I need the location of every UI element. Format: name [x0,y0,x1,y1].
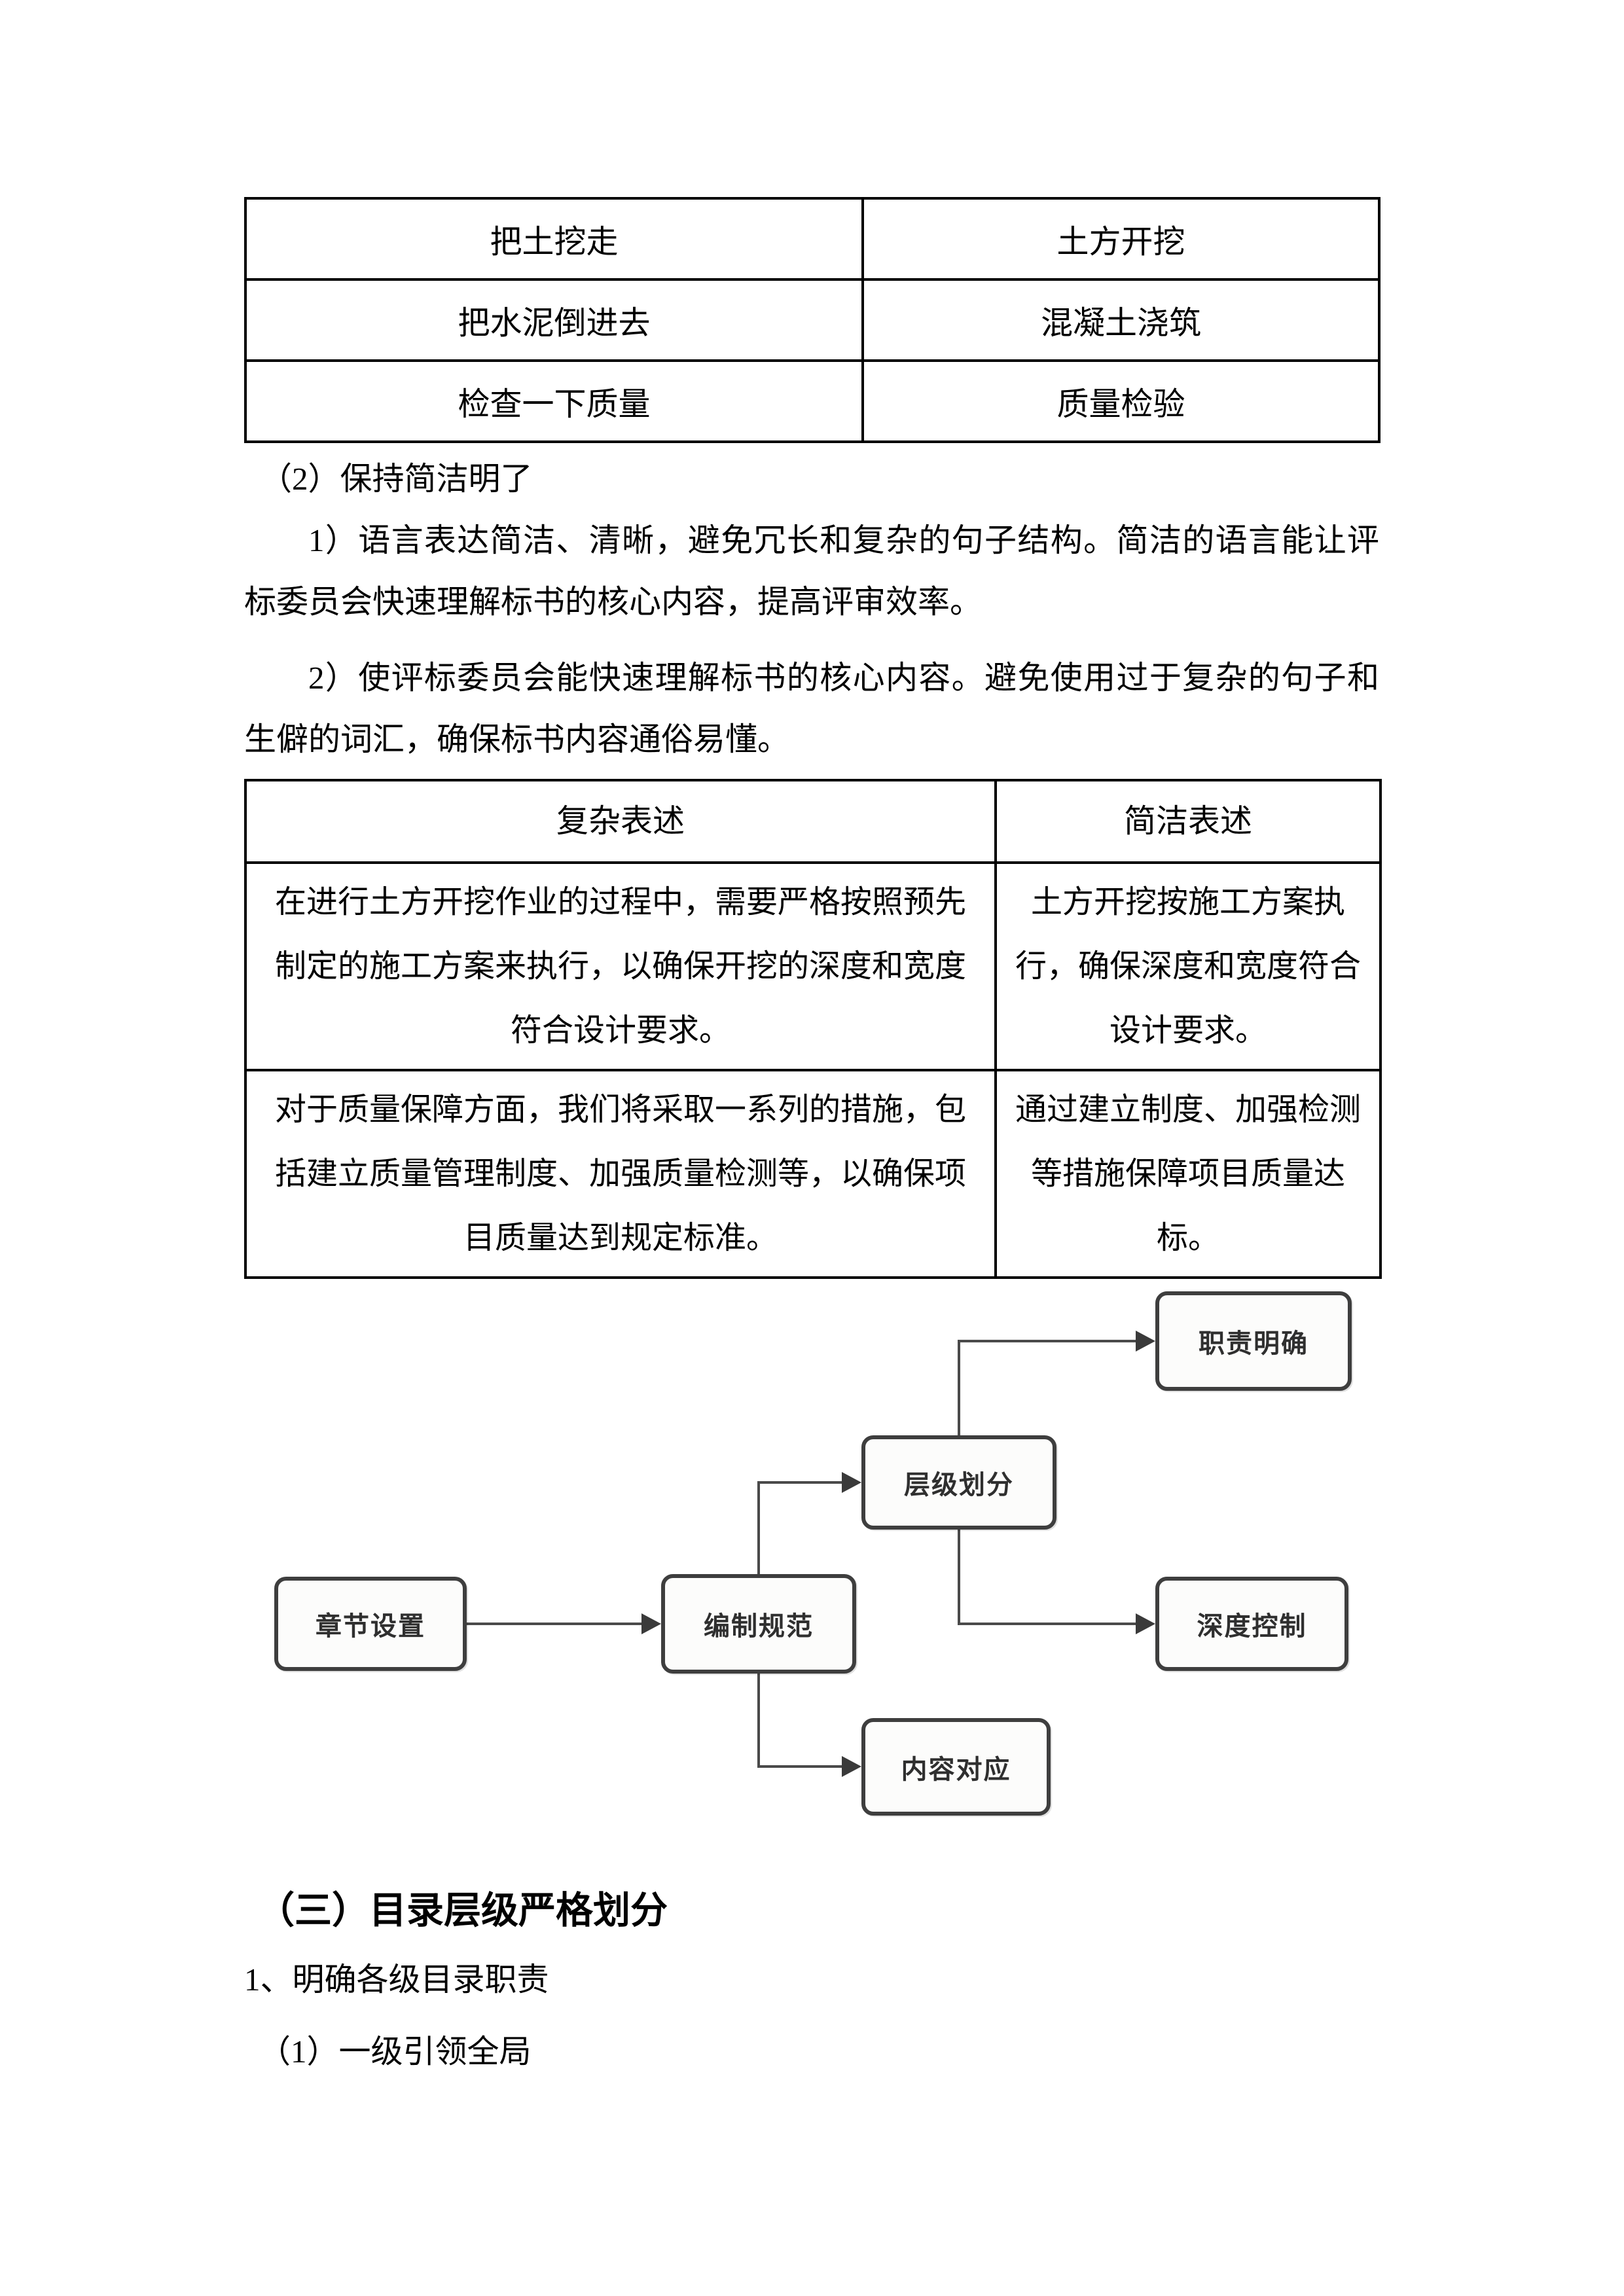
table-cell: 在进行土方开挖作业的过程中，需要严格按照预先制定的施工方案来执行，以确保开挖的深… [244,861,997,1071]
flowchart-node-compilation-standard: 编制规范 [661,1574,856,1674]
flowchart-connectors [467,1331,1155,1777]
subsection-title: 1、明确各级目录职责 [244,1962,549,1998]
expression-comparison-table: 复杂表述 简洁表述 在进行土方开挖作业的过程中，需要严格按照预先制定的施工方案来… [244,779,1382,1279]
table-cell: 检查一下质量 [244,359,864,443]
flowchart-node-depth-control: 深度控制 [1155,1577,1348,1671]
flowchart-node-content-mapping: 内容对应 [861,1718,1051,1816]
table-cell: 土方开挖 [861,197,1380,281]
arrowhead-icons [641,1331,1155,1777]
flowchart-node-level-division: 层级划分 [861,1435,1056,1530]
table-row: 检查一下质量 质量检验 [244,359,1380,443]
table-cell: 混凝土浇筑 [861,278,1380,362]
table-header-cell: 复杂表述 [244,779,997,864]
paragraph: 1）语言表达简洁、清晰，避免冗长和复杂的句子结构。简洁的语言能让评标委员会快速理… [244,522,1379,620]
table-cell: 质量检验 [861,359,1380,443]
table-row: 对于质量保障方面，我们将采取一系列的措施，包括建立质量管理制度、加强质量检测等，… [244,1069,1382,1279]
table-cell: 把土挖走 [244,197,864,281]
table-cell: 把水泥倒进去 [244,278,864,362]
subsection-heading: （2）保持简洁明了 [260,461,533,497]
wording-comparison-table: 把土挖走 土方开挖 把水泥倒进去 混凝土浇筑 检查一下质量 质量检验 [244,197,1380,443]
catalog-structure-flowchart: 章节设置 编制规范 层级划分 职责明确 深度控制 内容对应 [249,1283,1388,1833]
flowchart-node-chapter-setup: 章节设置 [274,1577,467,1671]
table-row: 把土挖走 土方开挖 [244,197,1380,281]
table-header-row: 复杂表述 简洁表述 [244,779,1382,864]
paragraph: 2）使评标委员会能快速理解标书的核心内容。避免使用过于复杂的句子和生僻的词汇，确… [244,660,1379,757]
section-heading: （三）目录层级严格划分 [257,1890,668,1931]
table-cell: 通过建立制度、加强检测等措施保障项目质量达标。 [994,1069,1382,1279]
table-cell: 对于质量保障方面，我们将采取一系列的措施，包括建立质量管理制度、加强质量检测等，… [244,1069,997,1279]
table-row: 把水泥倒进去 混凝土浇筑 [244,278,1380,362]
table-header-cell: 简洁表述 [994,779,1382,864]
table-row: 在进行土方开挖作业的过程中，需要严格按照预先制定的施工方案来执行，以确保开挖的深… [244,861,1382,1071]
body-text: （2）保持简洁明了 1）语言表达简洁、清晰，避免冗长和复杂的句子结构。简洁的语言… [244,448,1379,770]
table-cell: 土方开挖按施工方案执行，确保深度和宽度符合设计要求。 [994,861,1382,1071]
subsection-item: （1）一级引领全局 [259,2034,532,2070]
flowchart-node-clear-duties: 职责明确 [1155,1291,1352,1391]
